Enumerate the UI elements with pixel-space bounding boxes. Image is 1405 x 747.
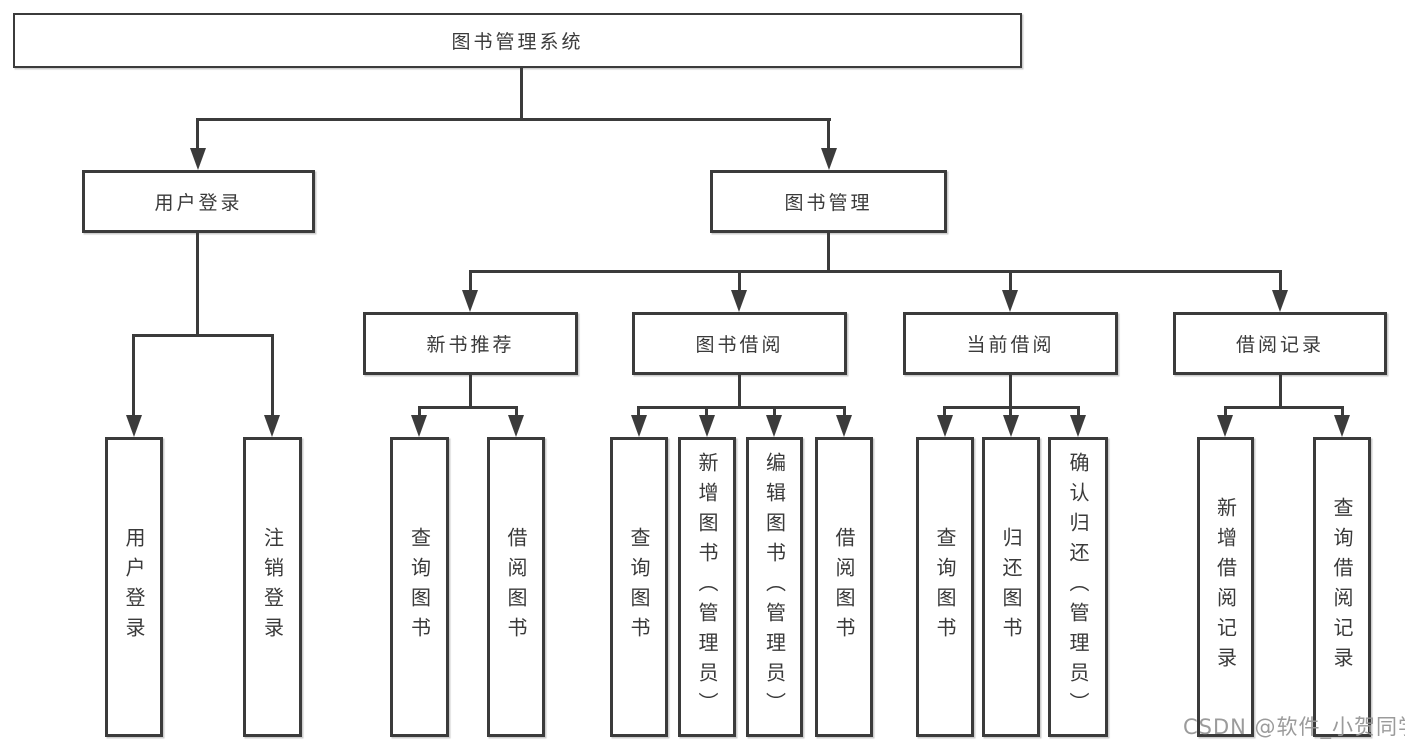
connector-line	[827, 233, 830, 273]
arrowhead-icon	[264, 415, 280, 437]
node-label: 借阅记录	[1235, 334, 1324, 356]
connector-line	[1279, 375, 1282, 408]
leaf-user-login: 用户登录	[105, 437, 163, 737]
node-book-management: 图书管理	[710, 170, 947, 233]
connector-line	[196, 233, 199, 336]
connector-line	[1009, 375, 1012, 408]
node-system-root: 图书管理系统	[13, 13, 1022, 68]
connector-line	[1077, 406, 1080, 417]
leaf-query-borrow-record: 查询借阅记录	[1313, 437, 1371, 737]
node-label: 用户登录	[154, 192, 243, 214]
arrowhead-icon	[190, 148, 206, 170]
leaf-edit-book-admin: 编辑图书（管理员）	[746, 437, 803, 737]
arrowhead-icon	[937, 415, 953, 437]
connector-line	[1224, 406, 1344, 409]
connector-line	[705, 406, 708, 417]
leaf-confirm-return-admin: 确认归还（管理员）	[1048, 437, 1108, 737]
node-label: 确认归还（管理员）	[1066, 452, 1090, 722]
csdn-watermark: CSDN @软件_小贺同学	[1183, 715, 1405, 739]
arrowhead-icon	[462, 290, 478, 312]
arrowhead-icon	[699, 415, 715, 437]
node-label: 注销登录	[260, 527, 285, 647]
arrowhead-icon	[1002, 290, 1018, 312]
node-borrow-record: 借阅记录	[1173, 312, 1387, 375]
node-label: 查询图书	[407, 527, 432, 647]
arrowhead-icon	[1070, 415, 1086, 437]
connector-line	[132, 334, 274, 337]
connector-line	[1341, 406, 1344, 417]
arrowhead-icon	[1334, 415, 1350, 437]
connector-line	[520, 67, 523, 120]
connector-line	[469, 270, 472, 292]
connector-line	[637, 406, 640, 417]
connector-line	[271, 334, 274, 416]
connector-line	[515, 406, 518, 417]
arrowhead-icon	[126, 415, 142, 437]
node-label: 查询图书	[933, 527, 957, 647]
connector-line	[1009, 270, 1012, 292]
arrowhead-icon	[836, 415, 852, 437]
connector-line	[843, 406, 846, 417]
node-new-book-recommend: 新书推荐	[363, 312, 578, 375]
arrowhead-icon	[411, 415, 427, 437]
node-book-borrow: 图书借阅	[632, 312, 847, 375]
node-label: 编辑图书（管理员）	[762, 452, 787, 722]
leaf-add-borrow-record: 新增借阅记录	[1197, 437, 1254, 737]
arrowhead-icon	[1272, 290, 1288, 312]
node-label: 新增借阅记录	[1213, 497, 1238, 677]
node-label: 用户登录	[122, 527, 146, 647]
connector-line	[637, 406, 846, 409]
arrowhead-icon	[821, 148, 837, 170]
connector-line	[738, 375, 741, 408]
node-label: 图书管理系统	[451, 31, 584, 53]
connector-line	[773, 406, 776, 417]
node-label: 借阅图书	[832, 527, 856, 647]
connector-line	[1224, 406, 1227, 417]
node-label: 新增图书（管理员）	[695, 452, 719, 722]
leaf-borrow-book-2: 借阅图书	[815, 437, 873, 737]
connector-line	[1009, 406, 1012, 417]
node-current-borrow: 当前借阅	[903, 312, 1118, 375]
connector-line	[827, 118, 830, 150]
connector-line	[418, 406, 518, 409]
arrowhead-icon	[1003, 415, 1019, 437]
node-label: 归还图书	[999, 527, 1023, 647]
arrowhead-icon	[731, 290, 747, 312]
leaf-query-book-1: 查询图书	[390, 437, 449, 737]
arrowhead-icon	[631, 415, 647, 437]
connector-line	[469, 375, 472, 408]
connector-line	[738, 270, 741, 292]
leaf-query-book-2: 查询图书	[610, 437, 668, 737]
leaf-borrow-book-1: 借阅图书	[487, 437, 545, 737]
node-label: 当前借阅	[966, 334, 1055, 356]
node-label: 新书推荐	[426, 334, 515, 356]
node-label: 图书管理	[784, 192, 873, 214]
leaf-add-book-admin: 新增图书（管理员）	[678, 437, 736, 737]
connector-line	[469, 270, 1282, 273]
arrowhead-icon	[508, 415, 524, 437]
connector-line	[943, 406, 946, 417]
connector-line	[196, 118, 199, 150]
leaf-return-book: 归还图书	[982, 437, 1040, 737]
arrowhead-icon	[1217, 415, 1233, 437]
connector-line	[197, 118, 831, 121]
connector-line	[132, 334, 135, 416]
node-label: 查询图书	[627, 527, 651, 647]
leaf-logout: 注销登录	[243, 437, 302, 737]
leaf-query-book-3: 查询图书	[916, 437, 974, 737]
node-label: 图书借阅	[695, 334, 784, 356]
arrowhead-icon	[766, 415, 782, 437]
node-label: 借阅图书	[504, 527, 528, 647]
node-label: 查询借阅记录	[1330, 497, 1354, 677]
node-user-login: 用户登录	[82, 170, 315, 233]
connector-line	[418, 406, 421, 417]
connector-line	[1279, 270, 1282, 292]
